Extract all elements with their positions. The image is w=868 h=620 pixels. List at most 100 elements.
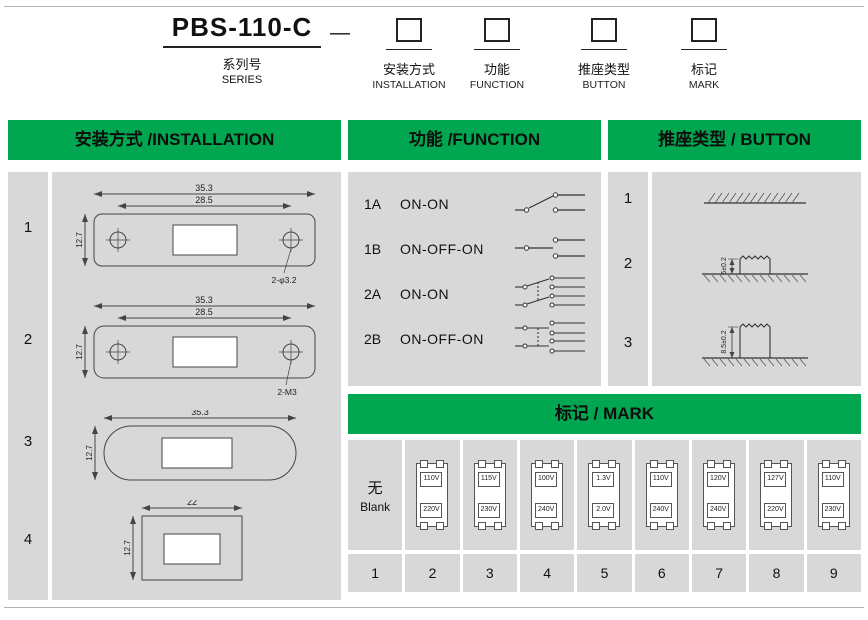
terminal-tab: [649, 460, 658, 468]
mark-options-row: 无 Blank 110V 220V 115V 230V 100V: [348, 440, 861, 550]
bottom-rule: [4, 607, 864, 608]
function-row: 2A ON-ON: [348, 272, 601, 316]
button-row-number: 1: [623, 190, 633, 207]
slot-mark-label-en: MARK: [688, 79, 720, 91]
slot-button-label-en: BUTTON: [582, 79, 626, 91]
terminal-tab: [592, 522, 601, 530]
code-dash: —: [330, 22, 350, 44]
dim-width: 35.3: [191, 410, 209, 417]
model-number: PBS-110-C: [163, 12, 321, 48]
installation-drawings-panel: 35.3 28.5 12.7 2-φ3.2 35.3: [52, 172, 341, 600]
terminal-tab: [837, 460, 846, 468]
terminal-tab: [477, 522, 486, 530]
function-code-underline: [474, 49, 520, 50]
terminal-tab: [649, 522, 658, 530]
slot-mark-label-cn: 标记: [690, 62, 717, 77]
terminal-tab: [707, 460, 716, 468]
installation-code-box: [396, 18, 422, 42]
slot-button-label-cn: 推座类型: [577, 62, 630, 77]
function-code-box: [484, 18, 510, 42]
slot-mark: 标记 MARK: [649, 18, 759, 91]
terminal-tab: [420, 460, 429, 468]
installation-row-number: 4: [23, 531, 33, 548]
mark-option: 100V 240V: [519, 440, 575, 550]
installation-drawing-1: 35.3 28.5 12.7 2-φ3.2: [75, 184, 316, 285]
mark-number: 7: [691, 554, 747, 592]
dim-height: 12.7: [75, 232, 84, 248]
mark-top-voltage: 115V: [477, 472, 500, 487]
dim-hole-label: 2-M3: [277, 387, 297, 397]
switch-schematic-dpdt-on-off-on: [515, 320, 585, 354]
mark-number: 1: [348, 554, 403, 592]
terminal-tab: [837, 522, 846, 530]
dim-hole-span: 28.5: [195, 307, 213, 317]
switch-schematic-on-off-on: [515, 237, 585, 259]
dim-width: 35.3: [195, 296, 213, 305]
function-code: 1B: [364, 241, 382, 257]
terminal-tab: [535, 460, 544, 468]
dim-height: 12.7: [123, 540, 132, 556]
mark-switch-icon: 110V 230V: [817, 460, 850, 530]
mark-blank-en: Blank: [360, 499, 391, 514]
installation-code-underline: [386, 49, 432, 50]
mark-bottom-voltage: 240V: [707, 503, 730, 518]
button-height-dim: 8.5±0.2: [721, 330, 728, 353]
mark-bottom-voltage: 2.0V: [592, 503, 615, 518]
terminal-tab: [821, 460, 830, 468]
series-label-cn: 系列号: [222, 57, 262, 72]
mark-top-voltage: 110V: [420, 472, 443, 487]
terminal-tab: [436, 460, 445, 468]
button-height-dim: 5±0.2: [721, 257, 728, 275]
function-row: 2B ON-OFF-ON: [348, 317, 601, 361]
installation-number-column: 1 2 3 4: [8, 172, 48, 600]
mark-blank-cn: 无: [367, 479, 383, 497]
mark-switch-icon: 1.3V 2.0V: [588, 460, 621, 530]
slot-function: 功能 FUNCTION: [442, 18, 552, 91]
function-code: 2A: [364, 286, 382, 302]
function-row: 1A ON-ON: [348, 182, 601, 226]
button-drawing-tall: 8.5±0.2: [702, 323, 808, 367]
mark-option: 1.3V 2.0V: [577, 440, 632, 550]
slot-installation-label-en: INSTALLATION: [372, 79, 446, 91]
dim-hole-label: 2-φ3.2: [272, 275, 297, 285]
function-code: 2B: [364, 331, 382, 347]
mark-code-underline: [681, 49, 727, 50]
mark-number: 4: [519, 554, 575, 592]
installation-drawing-3: 35.3 12.7: [85, 410, 297, 481]
mark-option: 110V 230V: [806, 440, 861, 550]
terminal-tab: [592, 460, 601, 468]
dim-hole-span: 28.5: [195, 195, 213, 205]
terminal-tab: [764, 522, 773, 530]
terminal-tab: [551, 460, 560, 468]
mark-bottom-voltage: 220V: [764, 503, 787, 518]
dim-height: 12.7: [85, 445, 94, 461]
terminal-tab: [436, 522, 445, 530]
terminal-tab: [608, 460, 617, 468]
dim-height: 12.7: [75, 344, 84, 360]
installation-section-header: 安装方式 /INSTALLATION: [8, 120, 341, 160]
mark-bottom-voltage: 230V: [821, 503, 844, 518]
function-label: ON-OFF-ON: [400, 331, 484, 347]
terminal-tab: [493, 522, 502, 530]
function-label: ON-ON: [400, 196, 450, 212]
installation-row-number: 2: [23, 331, 33, 348]
switch-schematic-dpdt-on-on: [515, 275, 585, 308]
terminal-tab: [821, 522, 830, 530]
mark-bottom-voltage: 240V: [535, 503, 558, 518]
function-label: ON-OFF-ON: [400, 241, 484, 257]
button-section-header: 推座类型 / BUTTON: [608, 120, 861, 160]
dim-width: 22: [187, 500, 197, 507]
mark-switch-icon: 110V 220V: [416, 460, 449, 530]
button-drawings-panel: 5±0.2 8.5±0.2: [652, 172, 861, 386]
terminal-tab: [608, 522, 617, 530]
terminal-tab: [665, 460, 674, 468]
mark-number: 8: [749, 554, 804, 592]
mark-top-voltage: 110V: [821, 472, 844, 487]
mark-top-voltage: 127V: [764, 472, 787, 487]
button-row-number: 2: [623, 255, 633, 272]
mark-number: 2: [405, 554, 460, 592]
top-rule: [4, 6, 864, 7]
button-drawing-short: 5±0.2: [702, 255, 808, 283]
mark-switch-icon: 110V 240V: [645, 460, 678, 530]
mark-number: 3: [462, 554, 517, 592]
